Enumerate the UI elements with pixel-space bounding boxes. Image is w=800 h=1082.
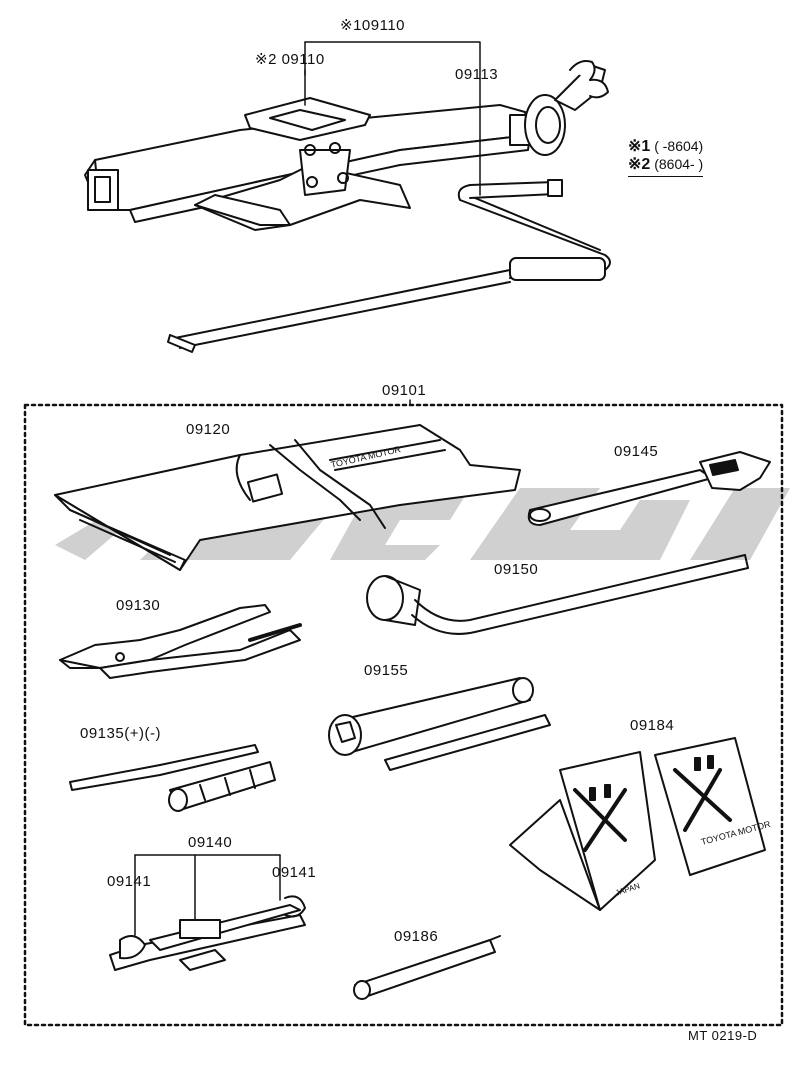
leader-lines-top [304, 41, 481, 196]
note-2-text: (8604- ) [654, 156, 704, 172]
pliers-icon [59, 604, 302, 679]
leader-lines-wrench-set [134, 854, 281, 936]
note-2-mark: ※2 [628, 156, 651, 173]
label-jack-handle: 09113 [455, 66, 499, 83]
wrench-set-icon [109, 895, 306, 971]
label-lug-wrench: 09150 [494, 561, 539, 578]
label-adjustable-wrench: 09145 [614, 443, 659, 460]
label-wrench-set: 09140 [188, 834, 233, 851]
screwdriver-icon [69, 744, 276, 812]
extension-bar-icon [353, 935, 501, 1000]
note-1-mark: ※1 [628, 138, 651, 155]
wheel-chock-icon [509, 737, 766, 911]
note-1: ※1 ( -8604) [628, 136, 703, 156]
label-wrench-right: 09141 [272, 864, 317, 881]
label-jack-assy-1: ※109110 [340, 17, 406, 34]
footer-code: MT 0219-D [688, 1028, 758, 1043]
note-1-text: ( -8604) [654, 138, 704, 154]
adjustable-wrench-icon [527, 451, 771, 526]
label-pliers: 09130 [116, 597, 161, 614]
scissor-jack-icon [84, 60, 609, 231]
label-tool-bag: 09120 [186, 421, 231, 438]
label-extension-bar: 09186 [394, 928, 439, 945]
label-wrench-left: 09141 [107, 873, 152, 890]
label-screwdriver: 09135(+)(-) [80, 725, 161, 742]
label-chock: 09184 [630, 717, 675, 734]
note-2: ※2 (8604- ) [628, 154, 704, 177]
label-plug-wrench: 09155 [364, 662, 409, 679]
plug-wrench-icon [328, 677, 551, 771]
label-tool-kit: 09101 [382, 382, 427, 399]
tool-kit-border [23, 403, 784, 1027]
label-jack-assy-2: ※2 09110 [255, 51, 325, 68]
lug-wrench-icon [366, 554, 749, 635]
tool-bag-icon [54, 424, 521, 571]
jack-handle-icon [167, 179, 611, 353]
